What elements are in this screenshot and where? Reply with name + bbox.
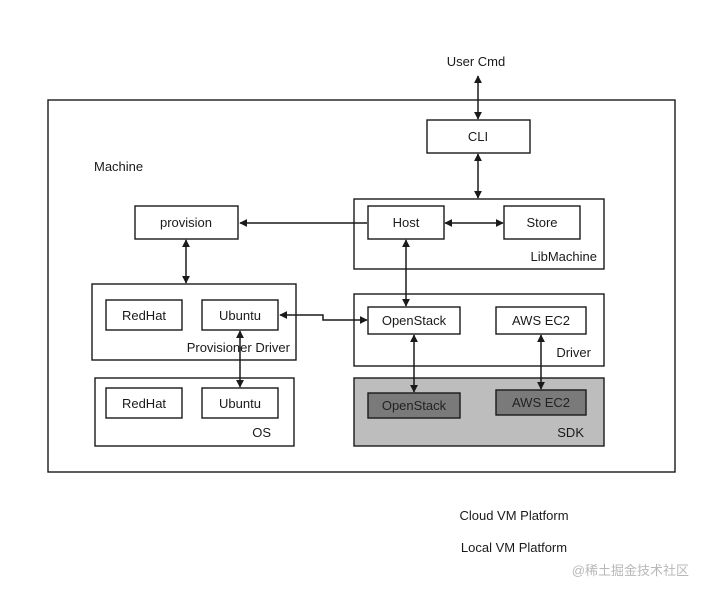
os-label: OS	[252, 425, 271, 440]
store-label: Store	[526, 215, 557, 230]
sdk-aws-label: AWS EC2	[512, 395, 570, 410]
provision-label: provision	[160, 215, 212, 230]
arrow-ubuntu-openstack	[279, 311, 368, 324]
prov-ubuntu-box	[201, 299, 279, 331]
prov-redhat-label: RedHat	[122, 308, 166, 323]
driver-openstack-label: OpenStack	[382, 313, 447, 328]
host-label: Host	[393, 215, 420, 230]
cli-box	[426, 119, 531, 154]
user-cmd-label: User Cmd	[447, 54, 506, 69]
os-redhat-label: RedHat	[122, 396, 166, 411]
sdk-aws-box	[495, 389, 587, 416]
driver-aws-label: AWS EC2	[512, 313, 570, 328]
driver-label: Driver	[556, 345, 591, 360]
driver-openstack-box	[367, 306, 461, 335]
sdk-openstack-label: OpenStack	[382, 398, 447, 413]
driver-aws-box	[495, 306, 587, 335]
host-box	[367, 205, 445, 240]
cli-label: CLI	[468, 129, 488, 144]
os-ubuntu-box	[201, 387, 279, 419]
machine-label: Machine	[94, 159, 143, 174]
os-redhat-box	[105, 387, 183, 419]
libmachine-label: LibMachine	[531, 249, 598, 264]
provisioner-driver-label: Provisioner Driver	[187, 340, 291, 355]
sdk-label: SDK	[557, 425, 584, 440]
watermark-text: @稀土掘金技术社区	[572, 563, 689, 578]
prov-ubuntu-label: Ubuntu	[219, 308, 261, 323]
store-box	[503, 205, 581, 240]
cloud-vm-platform-label: Cloud VM Platform	[459, 508, 568, 523]
os-ubuntu-label: Ubuntu	[219, 396, 261, 411]
local-vm-platform-label: Local VM Platform	[461, 540, 567, 555]
provision-box	[134, 205, 239, 240]
prov-redhat-box	[105, 299, 183, 331]
sdk-openstack-box	[367, 392, 461, 419]
